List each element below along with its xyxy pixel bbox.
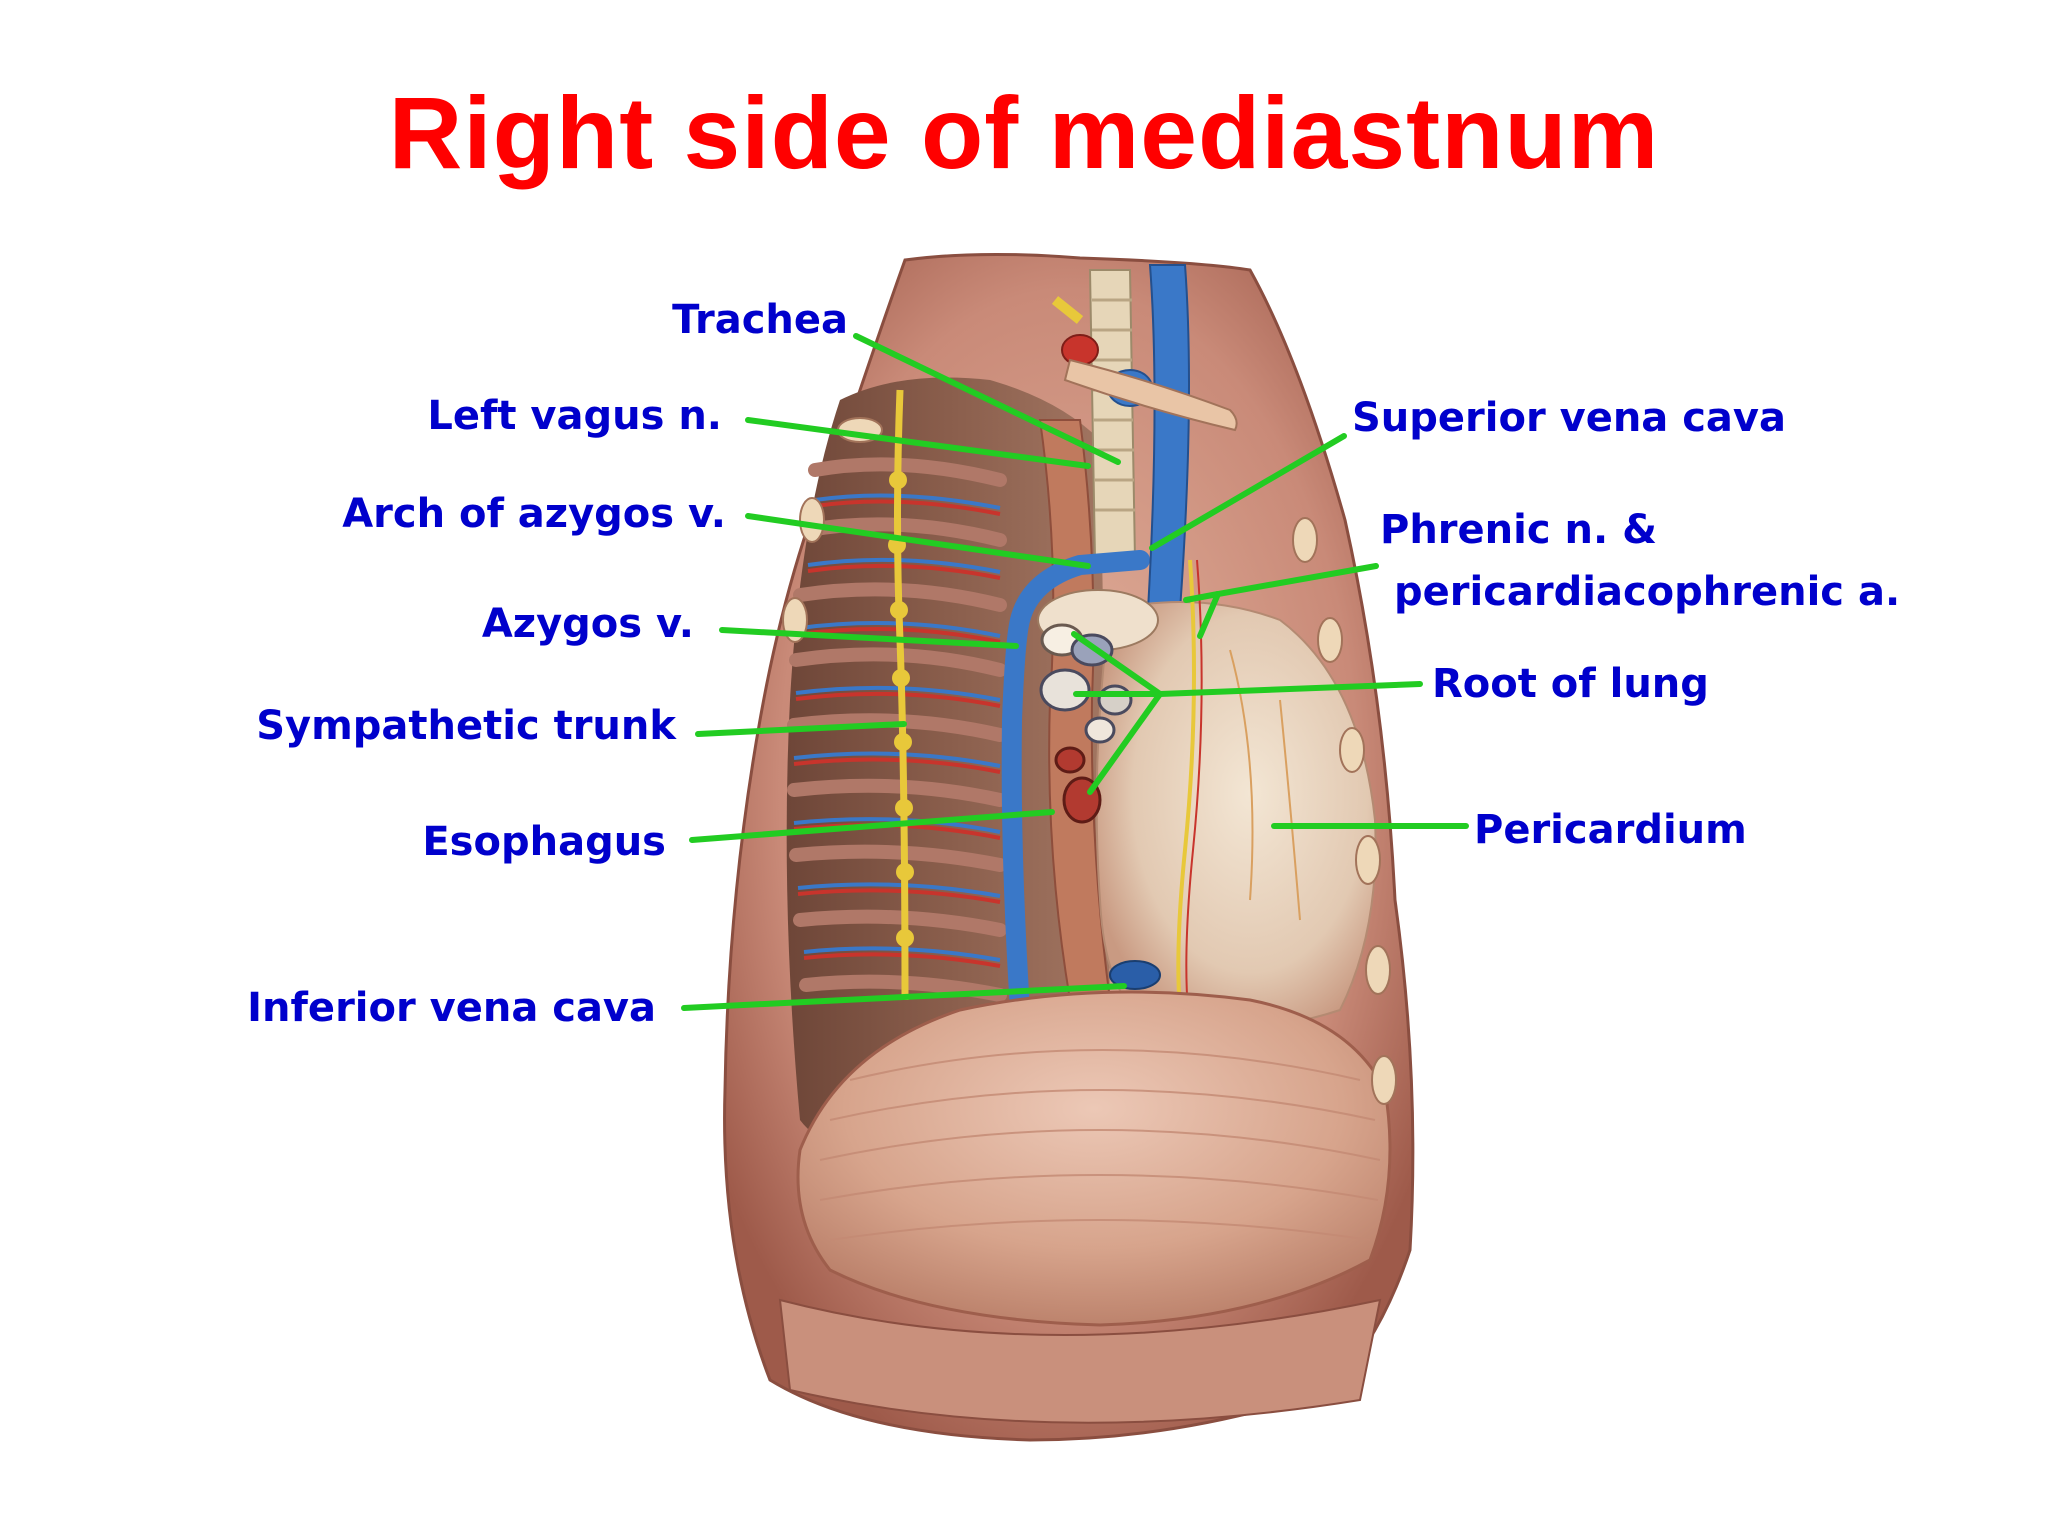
label-azygos: Azygos v.: [481, 601, 694, 647]
leader-sympathetic-trunk: [695, 721, 907, 737]
trachea: [1088, 269, 1137, 561]
leader-left-vagus: [745, 417, 1091, 469]
label-pericardium: Pericardium: [1474, 807, 1747, 853]
azygos-vein: [1001, 550, 1150, 1020]
sympathetic-ganglia: [888, 471, 914, 947]
leader-azygos: [719, 627, 1019, 649]
label-root-of-lung: Root of lung: [1432, 661, 1709, 707]
label-left-vagus: Left vagus n.: [427, 393, 722, 439]
leader-root-of-lung: [1157, 681, 1423, 697]
label-phrenic-line1: Phrenic n. &: [1380, 507, 1657, 553]
label-sympathetic-trunk: Sympathetic trunk: [256, 703, 676, 749]
leader-arch-azygos: [745, 513, 1091, 569]
label-phrenic-line2: pericardiacophrenic a.: [1394, 569, 1901, 615]
inferior-vena-cava: [1109, 960, 1161, 990]
lower-wall: [778, 1298, 1382, 1424]
first-rib: [1063, 358, 1238, 432]
pericardium: [1095, 601, 1377, 1029]
leader-lines: [681, 333, 1469, 1011]
leader-superior-vena-cava: [1149, 433, 1347, 551]
slide-title: Right side of mediastnum: [388, 76, 1660, 190]
diaphragm: [796, 990, 1392, 1327]
label-arch-of-azygos: Arch of azygos v.: [342, 491, 726, 537]
label-superior-vena-cava: Superior vena cava: [1352, 395, 1786, 441]
phrenic-nerve: [1176, 559, 1196, 1011]
root-of-lung: [1037, 589, 1159, 824]
leader-trachea: [853, 333, 1121, 465]
diaphragm-striations: [819, 1049, 1381, 1241]
label-inferior-vena-cava: Inferior vena cava: [247, 985, 656, 1031]
leader-esophagus: [689, 809, 1055, 843]
label-trachea: Trachea: [672, 297, 848, 343]
label-esophagus: Esophagus: [422, 819, 666, 865]
leader-inferior-vena-cava: [681, 983, 1127, 1011]
superior-vena-cava: [1146, 264, 1190, 611]
